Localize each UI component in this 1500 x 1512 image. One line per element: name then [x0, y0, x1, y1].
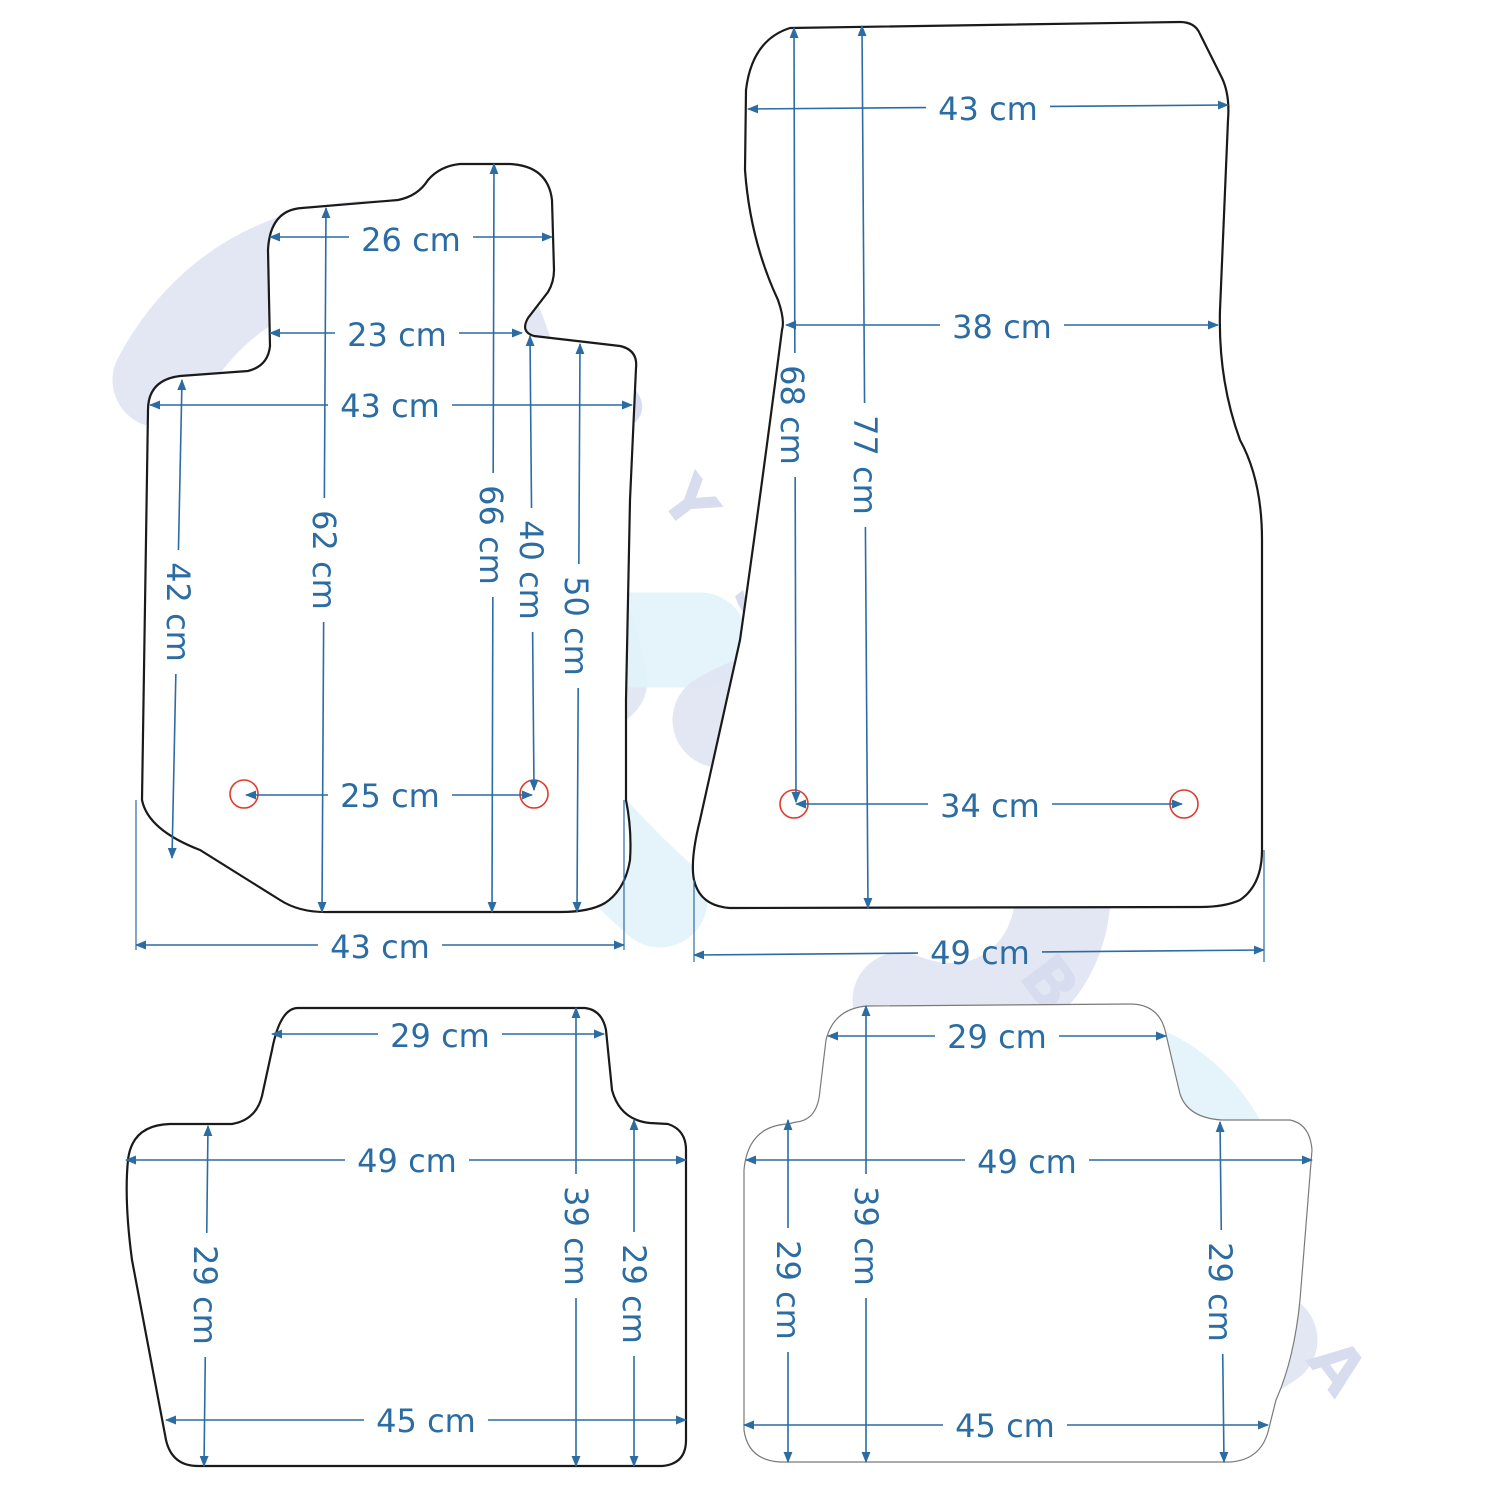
- dimension-rear-right-dims-right-height: 29 cm: [1201, 1120, 1239, 1464]
- dimension-front-right-dims-bottom-width: 49 cm: [692, 934, 1266, 972]
- mat-front-right: [691, 20, 1265, 962]
- dimension-rear-left-dims-left-height: 29 cm: [186, 1124, 224, 1468]
- dimension-front-left-dims-bottom-width: 43 cm: [134, 928, 626, 966]
- dimension-front-left-dims-mount-spacing: 25 cm: [244, 777, 534, 815]
- dimension-line: [321, 206, 331, 499]
- mat-rear-left: [125, 1006, 688, 1468]
- dimension-label: 29 cm: [615, 1244, 653, 1344]
- dimension-label: 77 cm: [846, 415, 884, 515]
- dimension-front-left-dims-height-62: 62 cm: [305, 206, 343, 914]
- dimension-line: [199, 1356, 209, 1468]
- dimension-front-left-dims-top-width: 26 cm: [268, 221, 554, 259]
- mat-front-right-outline: [691, 20, 1264, 910]
- dimension-label: 43 cm: [330, 928, 430, 966]
- watermark-letter: Y: [645, 462, 733, 545]
- dimension-front-left-dims-height-50: 50 cm: [557, 342, 595, 914]
- dimension-label: 26 cm: [361, 221, 461, 259]
- mat-front-left: [135, 162, 638, 950]
- dimension-label: 49 cm: [930, 934, 1030, 972]
- dimension-line: [789, 26, 799, 353]
- mat-rear-right: [743, 1003, 1313, 1463]
- dimension-line: [487, 597, 497, 914]
- dimension-label: 29 cm: [390, 1017, 490, 1055]
- mat-rear-left-outline: [125, 1006, 688, 1468]
- dimension-line: [203, 1124, 213, 1234]
- dimension-front-right-dims-mid-width: 38 cm: [784, 308, 1220, 346]
- dimension-label: 49 cm: [357, 1142, 457, 1180]
- dimension-layer: 26 cm 23 cm 43 cm 25 cm 43 cm 42 cm 62 cm 66 cm…: [124, 24, 1314, 1468]
- dimension-line: [1041, 945, 1266, 955]
- dimension-label: 49 cm: [977, 1143, 1077, 1181]
- dimension-front-right-dims-top-width: 43 cm: [746, 90, 1230, 128]
- dimension-label: 38 cm: [952, 308, 1052, 346]
- dimension-rear-left-dims-center-height: 39 cm: [557, 1006, 595, 1468]
- dimension-front-right-dims-mount-spacing: 34 cm: [794, 787, 1184, 825]
- dimension-line: [857, 24, 867, 404]
- dimension-label: 45 cm: [376, 1402, 476, 1440]
- dimension-front-left-dims-upper-width: 43 cm: [148, 387, 634, 425]
- dimension-line: [177, 378, 187, 551]
- dimension-rear-left-dims-bottom-width: 45 cm: [164, 1402, 688, 1440]
- dimension-label: 42 cm: [159, 562, 197, 662]
- dimension-rear-right-dims-left-height: 29 cm: [769, 1118, 807, 1464]
- dimension-label: 25 cm: [340, 777, 440, 815]
- dimension-line: [525, 334, 535, 509]
- dimension-line: [746, 104, 926, 114]
- dimension-front-right-dims-height-68: 68 cm: [773, 26, 811, 804]
- dimension-label: 34 cm: [940, 787, 1040, 825]
- dimension-line: [167, 673, 177, 860]
- dimension-line: [572, 688, 582, 914]
- dimension-rear-right-dims-center-height: 39 cm: [847, 1004, 885, 1464]
- dimension-label: 29 cm: [947, 1018, 1047, 1056]
- dimension-label: 23 cm: [347, 316, 447, 354]
- dimension-line: [1049, 100, 1230, 110]
- dimension-label: 40 cm: [512, 520, 550, 620]
- dimension-line: [1219, 1353, 1229, 1464]
- dimension-label: 45 cm: [955, 1407, 1055, 1445]
- dimension-line: [1215, 1120, 1225, 1230]
- dimension-line: [692, 950, 919, 960]
- mount-point-left: [229, 779, 259, 809]
- dimension-line: [529, 631, 539, 792]
- dimension-label: 39 cm: [847, 1186, 885, 1286]
- dimension-label: 43 cm: [938, 90, 1038, 128]
- dimension-label: 50 cm: [557, 576, 595, 676]
- dimension-line: [489, 162, 499, 474]
- mat-rear-right-outline: [743, 1003, 1313, 1463]
- dimension-line: [317, 621, 327, 914]
- dimension-line: [575, 342, 585, 565]
- dimension-label: 29 cm: [1201, 1242, 1239, 1342]
- dimension-label: 43 cm: [340, 387, 440, 425]
- dimension-front-right-dims-height-77: 77 cm: [846, 24, 884, 910]
- mat-front-left-outline: [140, 162, 638, 914]
- dimension-rear-right-dims-top-width: 29 cm: [826, 1018, 1168, 1056]
- dimension-front-left-dims-step-width: 23 cm: [268, 316, 524, 354]
- dimension-rear-right-dims-bottom-width: 45 cm: [742, 1407, 1270, 1445]
- dimension-label: 62 cm: [305, 510, 343, 610]
- dimension-rear-left-dims-mid-width: 49 cm: [124, 1142, 688, 1180]
- dimension-rear-right-dims-mid-width: 49 cm: [744, 1143, 1314, 1181]
- dimension-line: [791, 476, 801, 804]
- dimension-label: 39 cm: [557, 1186, 595, 1286]
- dimension-front-left-dims-height-40: 40 cm: [512, 334, 550, 792]
- dimension-rear-left-dims-top-width: 29 cm: [270, 1017, 606, 1055]
- dimension-label: 29 cm: [769, 1240, 807, 1340]
- dimension-line: [863, 526, 873, 910]
- dimension-front-left-dims-left-height: 42 cm: [159, 378, 197, 860]
- dimension-front-left-dims-height-66: 66 cm: [472, 162, 510, 914]
- dimension-label: 29 cm: [186, 1245, 224, 1345]
- dimension-rear-left-dims-right-height: 29 cm: [615, 1118, 653, 1468]
- dimension-label: 68 cm: [773, 365, 811, 465]
- dimension-label: 66 cm: [472, 485, 510, 585]
